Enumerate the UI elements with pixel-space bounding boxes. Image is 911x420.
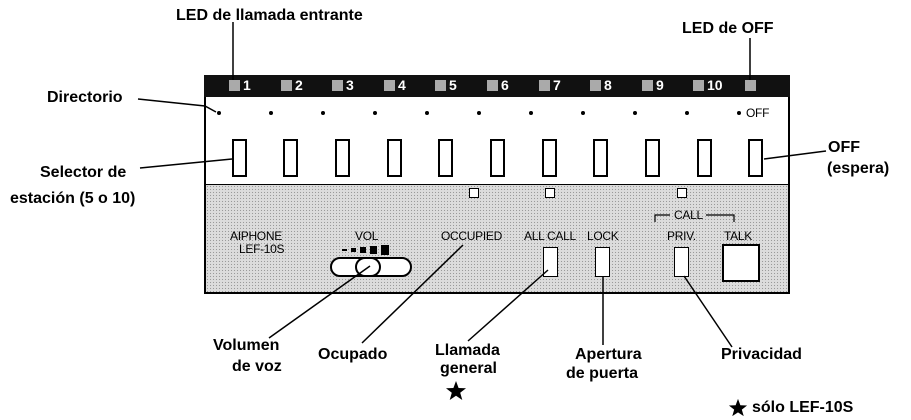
- leader-lines: [0, 0, 911, 420]
